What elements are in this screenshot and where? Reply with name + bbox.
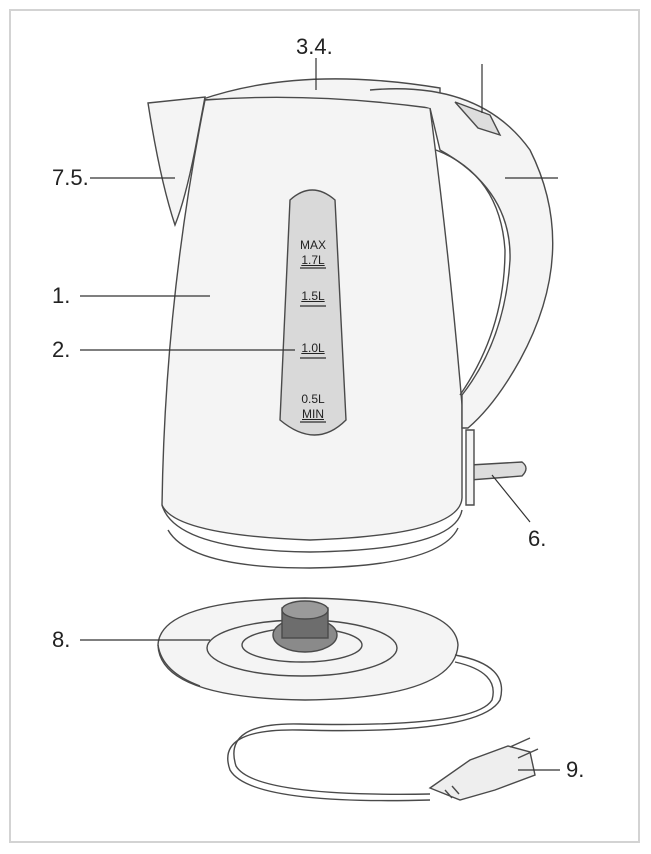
figure-frame <box>9 9 640 843</box>
callout-8: 8. <box>52 627 71 652</box>
callout-1: 1. <box>52 283 71 308</box>
leader-6 <box>491 474 531 523</box>
gauge-max-label: MAX <box>299 238 326 252</box>
gauge-min-value: 0.5L <box>301 392 325 406</box>
callout-9: 9. <box>566 757 585 782</box>
callout-2: 2. <box>52 337 71 362</box>
kettle-handle <box>369 88 554 429</box>
lid-release-button <box>454 101 502 137</box>
gauge-max-value: 1.7L <box>301 253 325 267</box>
power-switch <box>469 461 527 481</box>
callout-6: 6. <box>528 526 547 551</box>
power-plug <box>428 745 536 801</box>
callout-3-4: 3.4. <box>296 34 333 59</box>
gauge-min-label: MIN <box>302 407 324 421</box>
water-level-window <box>279 189 347 436</box>
gauge-mark-1-5: 1.5L <box>301 289 325 303</box>
gauge-mark-1-0: 1.0L <box>301 341 325 355</box>
kettle-spout <box>147 96 206 228</box>
kettle-base-band <box>161 504 463 553</box>
power-cord <box>227 654 503 802</box>
callout-7-5: 7.5. <box>52 165 89 190</box>
